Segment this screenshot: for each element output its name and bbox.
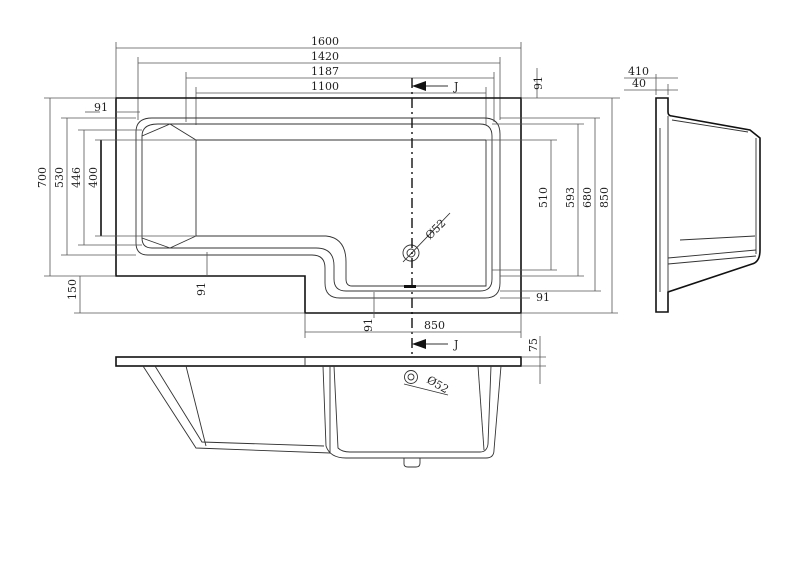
dim-91-right-top: 91: [532, 76, 545, 90]
dim-150: 150: [66, 279, 79, 300]
front-view: [115, 336, 546, 468]
dim-75: 75: [527, 338, 540, 352]
dim-593: 593: [564, 187, 577, 208]
bottom-dimension-lines: [304, 292, 530, 338]
dim-91-inner: 91: [195, 282, 208, 296]
section-label-top: J: [453, 80, 458, 93]
section-arrow-top: [412, 81, 448, 91]
left-dimension-lines: [44, 97, 305, 314]
section-arrow-bottom: [412, 339, 448, 349]
dim-850-bottom: 850: [424, 319, 445, 332]
dim-680: 680: [581, 187, 594, 208]
dim-410: 410: [628, 65, 649, 78]
dim-40: 40: [632, 77, 646, 90]
side-view: [624, 74, 761, 313]
dim-1600: 1600: [311, 35, 339, 48]
right-dimension-lines: [486, 68, 620, 314]
dim-1187: 1187: [311, 65, 339, 78]
waste-dia-plan: Ø52: [423, 217, 448, 242]
bath-plan-outline: [115, 97, 522, 314]
section-label-bottom: J: [453, 338, 458, 351]
dim-91-bottom: 91: [362, 318, 375, 332]
basin-inner-rim: [141, 123, 493, 292]
dim-91-left: 91: [94, 101, 108, 114]
waste-plan: [402, 212, 451, 288]
dim-530: 530: [53, 167, 66, 188]
headrest-contour: [169, 123, 197, 249]
dim-1420: 1420: [311, 50, 339, 63]
dim-1100: 1100: [311, 80, 339, 93]
top-dimension-lines: [115, 42, 522, 125]
dim-400: 400: [87, 167, 100, 188]
basin-outer-rim: [135, 117, 501, 299]
dim-91-right-bottom: 91: [536, 291, 550, 304]
dim-850-right: 850: [598, 187, 611, 208]
dim-700: 700: [36, 167, 49, 188]
dim-446: 446: [70, 167, 83, 188]
dim-510: 510: [537, 187, 550, 208]
